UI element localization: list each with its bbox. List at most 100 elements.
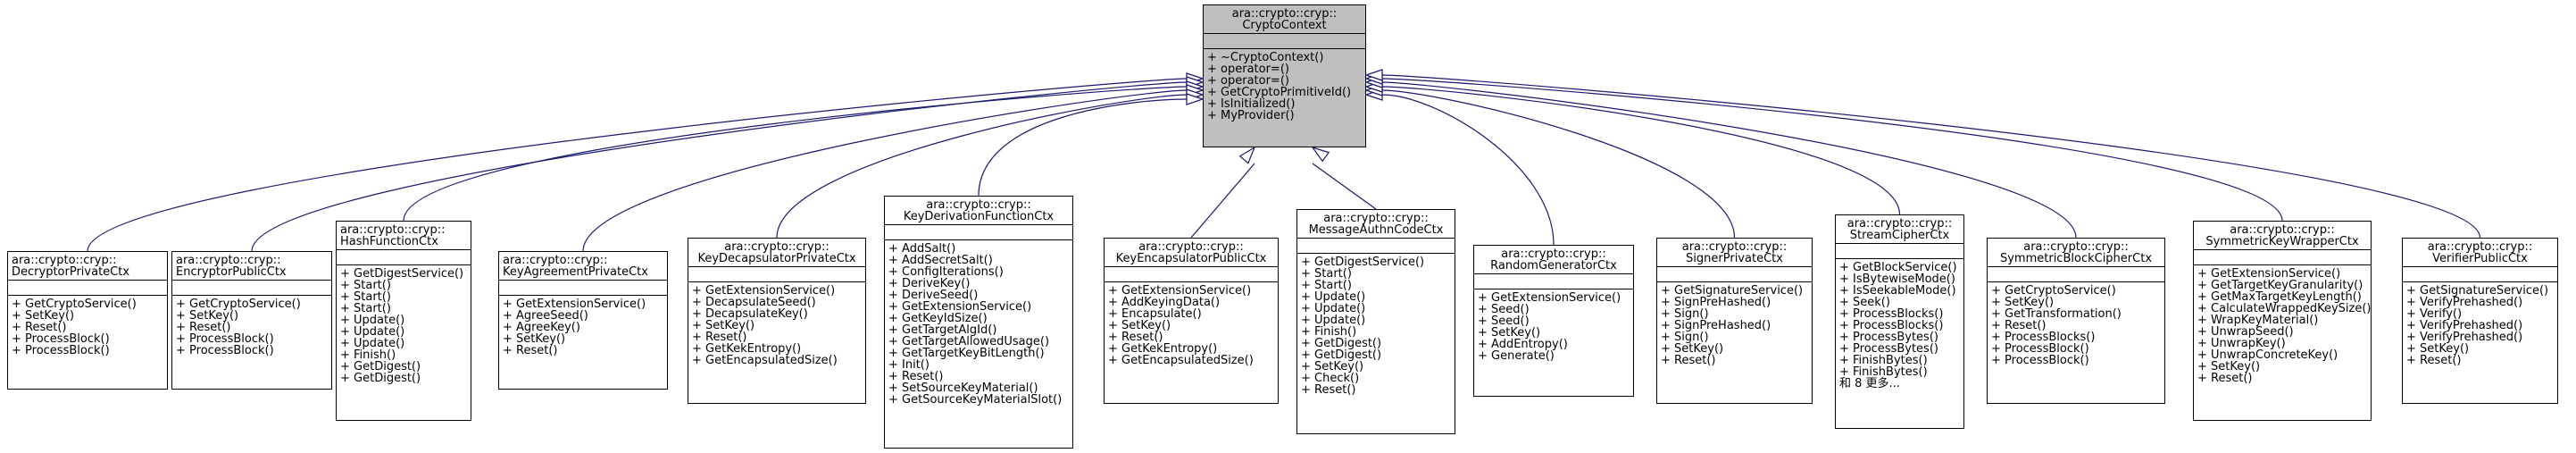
class-box-DecryptorPrivateCtx[interactable]: ara::crypto::cryp::DecryptorPrivateCtx+ … [7,251,168,390]
method: + DeriveSeed() [888,289,979,302]
method: + ProcessBlocks() [1839,307,1944,321]
attributes-section [337,249,471,264]
method: + SetKey() [1661,342,1724,356]
method: + ProcessBlock() [176,332,274,346]
method: + Reset() [692,331,747,344]
class-name: ara::crypto::cryp::SymmetricKeyWrapperCt… [2205,223,2359,248]
class-box-VerifierPublicCtx[interactable]: ara::crypto::cryp::VerifierPublicCtx+ Ge… [2402,238,2558,404]
methods-section: + GetExtensionService()+ GetTargetKeyGra… [2194,264,2371,384]
method: + GetDigest() [1301,337,1382,350]
method: + Encapsulate() [1108,307,1202,321]
class-box-RandomGeneratorCtx[interactable]: ara::crypto::cryp::RandomGeneratorCtx+ G… [1473,245,1634,397]
class-box-SymmetricKeyWrapperCtx[interactable]: ara::crypto::cryp::SymmetricKeyWrapperCt… [2193,221,2372,421]
inheritance-arrowhead [1186,93,1205,105]
attributes-section [1105,266,1278,281]
method: + SetSourceKeyMaterial() [888,382,1038,395]
methods-section: + GetDigestService()+ Start()+ Start()+ … [337,264,471,384]
class-box-EncryptorPublicCtx[interactable]: ara::crypto::cryp::EncryptorPublicCtx+ G… [171,251,332,390]
method: + AddSecretSalt() [888,254,993,267]
class-box-KeyDecapsulatorPrivateCtx[interactable]: ara::crypto::cryp::KeyDecapsulatorPrivat… [688,238,866,404]
method: + Start() [1301,267,1352,281]
method: + DecapsulateSeed() [692,296,816,309]
method: + Reset() [176,321,231,334]
methods-section: + GetCryptoService()+ SetKey()+ Reset()+… [172,295,331,357]
method: + ProcessBlocks() [1991,331,2096,344]
inheritance-edge [1381,94,1555,246]
class-name: ara::crypto::cryp::HashFunctionCtx [340,223,446,248]
method: + VerifyPrehashed() [2406,331,2523,344]
class-box-StreamCipherCtx[interactable]: ara::crypto::cryp::StreamCipherCtx+ GetB… [1835,214,1964,429]
inheritance-edge [1381,89,1736,239]
class-box-CryptoContext[interactable]: ara::crypto::cryp:: CryptoContext + ~Cry… [1203,4,1366,147]
class-box-MessageAuthnCodeCtx[interactable]: ara::crypto::cryp::MessageAuthnCodeCtx+ … [1296,209,1455,434]
class-box-KeyDerivationFunctionCtx[interactable]: ara::crypto::cryp::KeyDerivationFunction… [884,196,1073,449]
method: + Reset() [888,370,944,383]
method: + GetSignatureService() [1661,284,1804,298]
inheritance-edge [1190,163,1255,239]
method: + Update() [340,325,405,339]
class-name: ara::crypto::cryp::KeyEncapsulatorPublic… [1115,240,1267,265]
method: + FinishBytes() [1839,354,1928,367]
inheritance-edge [1381,74,2481,239]
inheritance-edge [1381,86,1901,215]
method: + IsSeekableMode() [1839,284,1956,298]
method: + Update() [340,314,405,327]
method: + GetTargetAlgId() [888,323,997,337]
attributes-section [1297,238,1455,253]
method: + ProcessBlock() [1991,354,2089,367]
method: + Reset() [2406,354,2462,367]
method: + AddKeyingData() [1108,296,1221,309]
method: + GetKeyIdSize() [888,312,988,325]
method: + Init() [888,358,930,372]
class-box-SymmetricBlockCipherCtx[interactable]: ara::crypto::cryp::SymmetricBlockCipherC… [1987,238,2165,404]
method: + Seek() [1839,296,1890,309]
method: + GetCryptoService() [176,298,301,311]
method: + SignPreHashed() [1661,319,1772,332]
methods-section: + AddSalt()+ AddSecretSalt()+ ConfigIter… [885,239,1072,406]
attributes-section [8,280,167,295]
method: + GetExtensionService() [2197,267,2341,281]
method: + Reset() [2197,372,2253,385]
method: + GetDigestService() [1301,256,1425,269]
method: + SetKey() [2197,360,2261,373]
methods-section: + GetCryptoService()+ SetKey()+ GetTrans… [1988,281,2164,366]
method: + Reset() [1661,354,1716,367]
method: + ProcessBlock() [176,344,274,357]
method: + VerifyPrehashed() [2406,296,2523,309]
class-box-KeyEncapsulatorPublicCtx[interactable]: ara::crypto::cryp::KeyEncapsulatorPublic… [1104,238,1279,404]
method: + AddEntropy() [1478,338,1568,351]
attributes-section [1204,33,1365,48]
inheritance-arrowhead [1364,69,1383,81]
method: + GetDigest() [340,372,421,385]
class-box-HashFunctionCtx[interactable]: ara::crypto::cryp::HashFunctionCtx+ GetD… [336,221,471,421]
method: + ProcessBytes() [1839,331,1938,344]
class-name: ara::crypto::cryp:: CryptoContext [1231,7,1338,32]
class-name: ara::crypto::cryp::EncryptorPublicCtx [176,254,287,279]
methods-section: + GetExtensionService()+ DecapsulateSeed… [688,281,865,366]
method: + GetDigest() [1301,348,1382,362]
method: + UnwrapConcreteKey() [2197,348,2338,362]
class-name: ara::crypto::cryp::KeyDecapsulatorPrivat… [697,240,856,265]
method: + UnwrapSeed() [2197,325,2294,339]
inheritance-edge [1381,81,2077,239]
attributes-section [1836,243,1963,258]
method: + Sign() [1661,331,1709,344]
attributes-section [2194,249,2371,264]
class-name: ara::crypto::cryp::DecryptorPrivateCtx [12,254,130,279]
method: + operator=() [1207,63,1289,76]
method: + FinishBytes() [1839,365,1928,379]
method: + Start() [340,302,391,315]
method: + operator=() [1207,74,1289,88]
method: + SetKey() [503,332,566,346]
method: + Start() [1301,279,1352,292]
attributes-section [688,266,865,281]
class-box-KeyAgreementPrivateCtx[interactable]: ara::crypto::cryp::KeyAgreementPrivateCt… [498,251,668,390]
inheritance-edge [87,78,1188,252]
method: + GetKekEntropy() [692,342,802,356]
methods-section: + GetDigestService()+ Start()+ Start()+ … [1297,253,1455,396]
method: + Update() [1301,314,1366,327]
class-box-SignerPrivateCtx[interactable]: ara::crypto::cryp::SignerPrivateCtx+ Get… [1656,238,1813,404]
method: 和 8 更多... [1839,377,1900,390]
methods-section: + GetExtensionService()+ AgreeSeed()+ Ag… [499,295,667,357]
